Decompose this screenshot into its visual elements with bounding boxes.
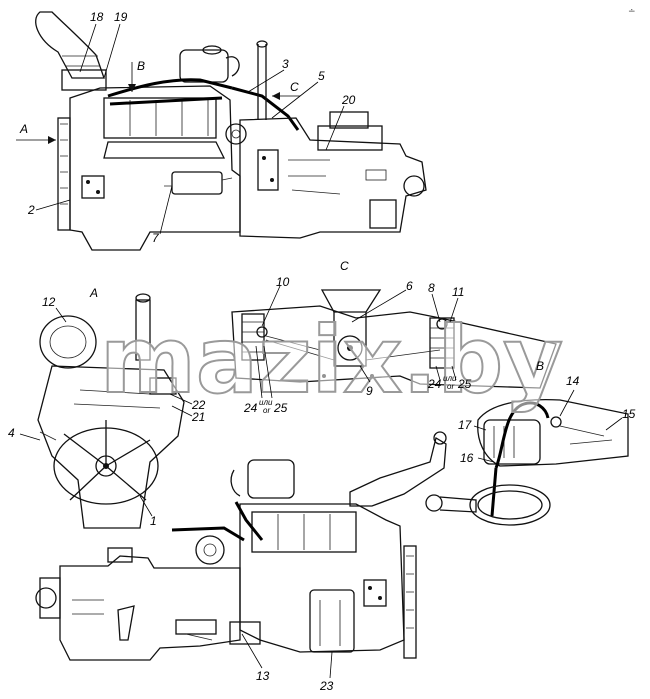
svg-text:25: 25 <box>273 401 288 415</box>
callout-15: 15 <box>622 407 636 421</box>
view-label-c-top: C <box>290 80 299 94</box>
fan-icon <box>53 420 159 505</box>
view-a-engine-front <box>37 293 185 529</box>
callout-14: 14 <box>566 374 580 388</box>
callout-9: 9 <box>366 384 373 398</box>
svg-text:24: 24 <box>427 377 442 391</box>
view-title-a: A <box>89 286 98 300</box>
view-arrow-c <box>272 92 300 100</box>
callout-18: 18 <box>90 10 104 24</box>
callout-7: 7 <box>152 231 160 245</box>
callout-11: 11 <box>452 285 464 299</box>
callout-12: 12 <box>42 295 56 309</box>
view-b-air-filter <box>425 398 629 526</box>
view-title-c: C <box>340 259 349 273</box>
view-label-b-top: B <box>137 59 145 73</box>
callout-4: 4 <box>8 426 15 440</box>
callout-10: 10 <box>276 275 290 289</box>
view-arrow-a <box>16 136 56 144</box>
callout-21: 21 <box>191 410 205 424</box>
callout-3: 3 <box>282 57 289 71</box>
callout-19: 19 <box>114 10 128 24</box>
view-arrow-b <box>128 62 136 92</box>
svg-text:или: или <box>259 398 273 407</box>
top-engine-view <box>35 11 427 251</box>
callout-17: 17 <box>458 418 473 432</box>
callout-6: 6 <box>406 279 413 293</box>
callout-24-or-25-right: 24 или or 25 <box>427 374 472 391</box>
callout-8: 8 <box>428 281 435 295</box>
callout-5: 5 <box>318 69 325 83</box>
callout-16: 16 <box>460 451 474 465</box>
svg-text:or: or <box>263 406 270 415</box>
svg-text:25: 25 <box>457 377 472 391</box>
svg-text:или: или <box>443 374 457 383</box>
callout-20: 20 <box>341 93 356 107</box>
svg-text:or: or <box>447 382 454 391</box>
callout-2: 2 <box>27 203 35 217</box>
callout-1: 1 <box>150 514 157 528</box>
callout-23: 23 <box>319 679 334 693</box>
callout-22: 22 <box>191 398 206 412</box>
corner-mark: ∸ <box>628 7 636 17</box>
watermark-text: mazix.by <box>100 307 563 414</box>
callout-24-or-25-left: 24 или or 25 <box>243 398 288 415</box>
view-c-detail <box>231 289 557 389</box>
view-title-b: B <box>536 359 544 373</box>
callout-13: 13 <box>256 669 270 683</box>
view-label-a-top: A <box>19 122 28 136</box>
bottom-engine-view <box>35 431 447 661</box>
svg-text:24: 24 <box>243 401 258 415</box>
